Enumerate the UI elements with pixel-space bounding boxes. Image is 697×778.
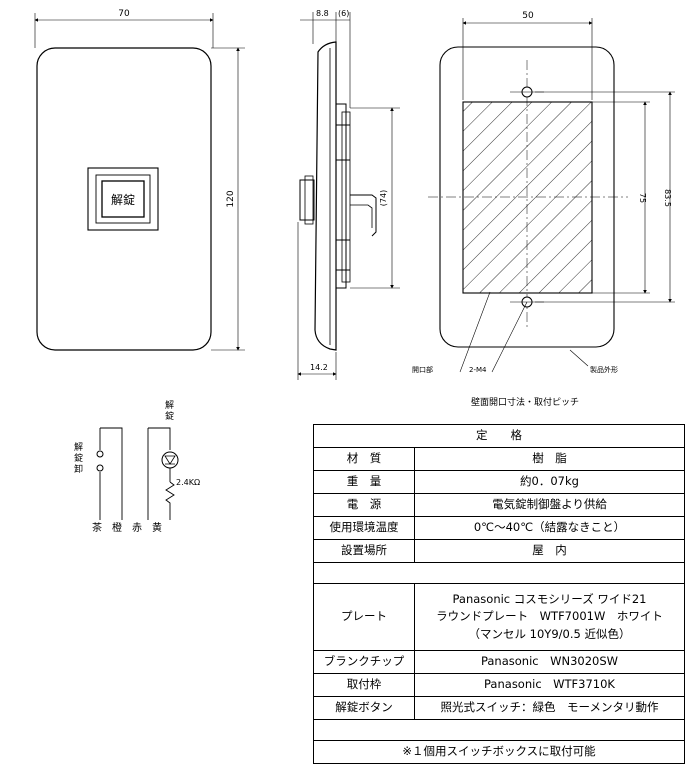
- spec-label: 材 質: [313, 447, 415, 471]
- spec-value: Panasonic WTF3710K: [414, 673, 685, 697]
- front-view: 70 120 解錠: [34, 9, 245, 351]
- opening-area: [462, 101, 593, 294]
- front-dim-height: 120: [226, 190, 236, 207]
- circuit-unlock-output: 解: [74, 441, 83, 453]
- svg-text:錠: 錠: [165, 410, 174, 420]
- plate-line: ラウンドプレート WTF7001W ホワイト: [436, 609, 663, 624]
- front-plate: [36, 47, 212, 351]
- led-icon: [161, 451, 179, 469]
- spec-spacer: [313, 719, 685, 741]
- spec-value: 電気錠制御盤より供給: [414, 493, 685, 517]
- spec-label: 電 源: [313, 493, 415, 517]
- spec-label: 解錠ボタン: [313, 696, 415, 720]
- opening-caption: 壁面開口寸法・取付ピッチ: [471, 398, 580, 408]
- unlock-button-frame: [87, 167, 159, 231]
- spec-label: 設置場所: [313, 539, 415, 563]
- side-dim-top: 8.8: [316, 9, 329, 18]
- spec-value: 屋 内: [414, 539, 685, 563]
- plate-line: Panasonic コスモシリーズ ワイド21: [452, 592, 647, 607]
- svg-text:錠: 錠: [74, 452, 83, 464]
- spec-value: 樹 脂: [414, 447, 685, 471]
- spec-plate-label: プレート: [313, 583, 415, 651]
- circuit-diagram: 解 錠: [165, 399, 174, 420]
- label-screw: 2-M4: [469, 366, 487, 374]
- spec-label: 使用環境温度: [313, 516, 415, 540]
- spec-spacer: [313, 562, 685, 584]
- wire-label-red: 赤: [132, 523, 142, 534]
- unlock-button-label: 解錠: [111, 192, 135, 207]
- opening-dim-inner: 75: [638, 193, 647, 203]
- svg-text:卸: 卸: [74, 463, 83, 475]
- plate-line: （マンセル 10Y9/0.5 近似色）: [468, 626, 631, 641]
- circuit-wire-labels: 茶 橙 赤 黄: [92, 519, 162, 534]
- wire-label-yellow: 黄: [152, 523, 162, 534]
- opening-dim-width: 50: [522, 11, 534, 21]
- spec-label: 取付枠: [313, 673, 415, 697]
- spec-label: ブランクチップ: [313, 650, 415, 674]
- spec-plate-value: Panasonic コスモシリーズ ワイド21 ラウンドプレート WTF7001…: [414, 583, 685, 651]
- spec-value: 照光式スイッチ：緑色 モーメンタリ動作: [414, 696, 685, 720]
- opening-view: 50 75 83.5 開口部 2-M4 製品外形: [412, 11, 675, 374]
- front-dim-width: 70: [118, 9, 130, 19]
- resistor-value: 2.4KΩ: [176, 478, 200, 487]
- opening-dim-outer: 83.5: [663, 189, 672, 207]
- unlock-button: [101, 180, 145, 218]
- spec-title: 定 格: [313, 424, 685, 448]
- circuit-unlock-top: 解: [165, 399, 174, 411]
- circuit-diagram-lower: 解 錠 卸 2.4KΩ: [74, 427, 200, 520]
- spec-table: 定 格 材 質 樹 脂 重 量 約0．07kg 電 源 電気錠制御盤より供給 使…: [313, 424, 685, 764]
- technical-drawing: 70 120 解錠 8.8 (6): [34, 9, 675, 420]
- spec-value: 約0．07kg: [414, 470, 685, 494]
- spec-note: ※１個用スイッチボックスに取付可能: [313, 740, 685, 764]
- wire-label-brown: 茶: [92, 523, 102, 534]
- spec-value: Panasonic WN3020SW: [414, 650, 685, 674]
- wire-label-orange: 橙: [112, 523, 122, 534]
- side-dim-bottom: 14.2: [310, 363, 328, 372]
- label-opening: 開口部: [412, 365, 433, 374]
- side-dim-height: (74): [379, 190, 388, 206]
- resistor-icon: [165, 481, 175, 520]
- label-outline: 製品外形: [590, 365, 618, 374]
- spec-value: 0℃～40℃（結露なきこと）: [414, 516, 685, 540]
- spec-label: 重 量: [313, 470, 415, 494]
- side-view: 8.8 (6) (74) 14.2: [297, 9, 400, 380]
- side-dim-top-paren: (6): [338, 9, 349, 18]
- side-plate-profile: [314, 41, 337, 351]
